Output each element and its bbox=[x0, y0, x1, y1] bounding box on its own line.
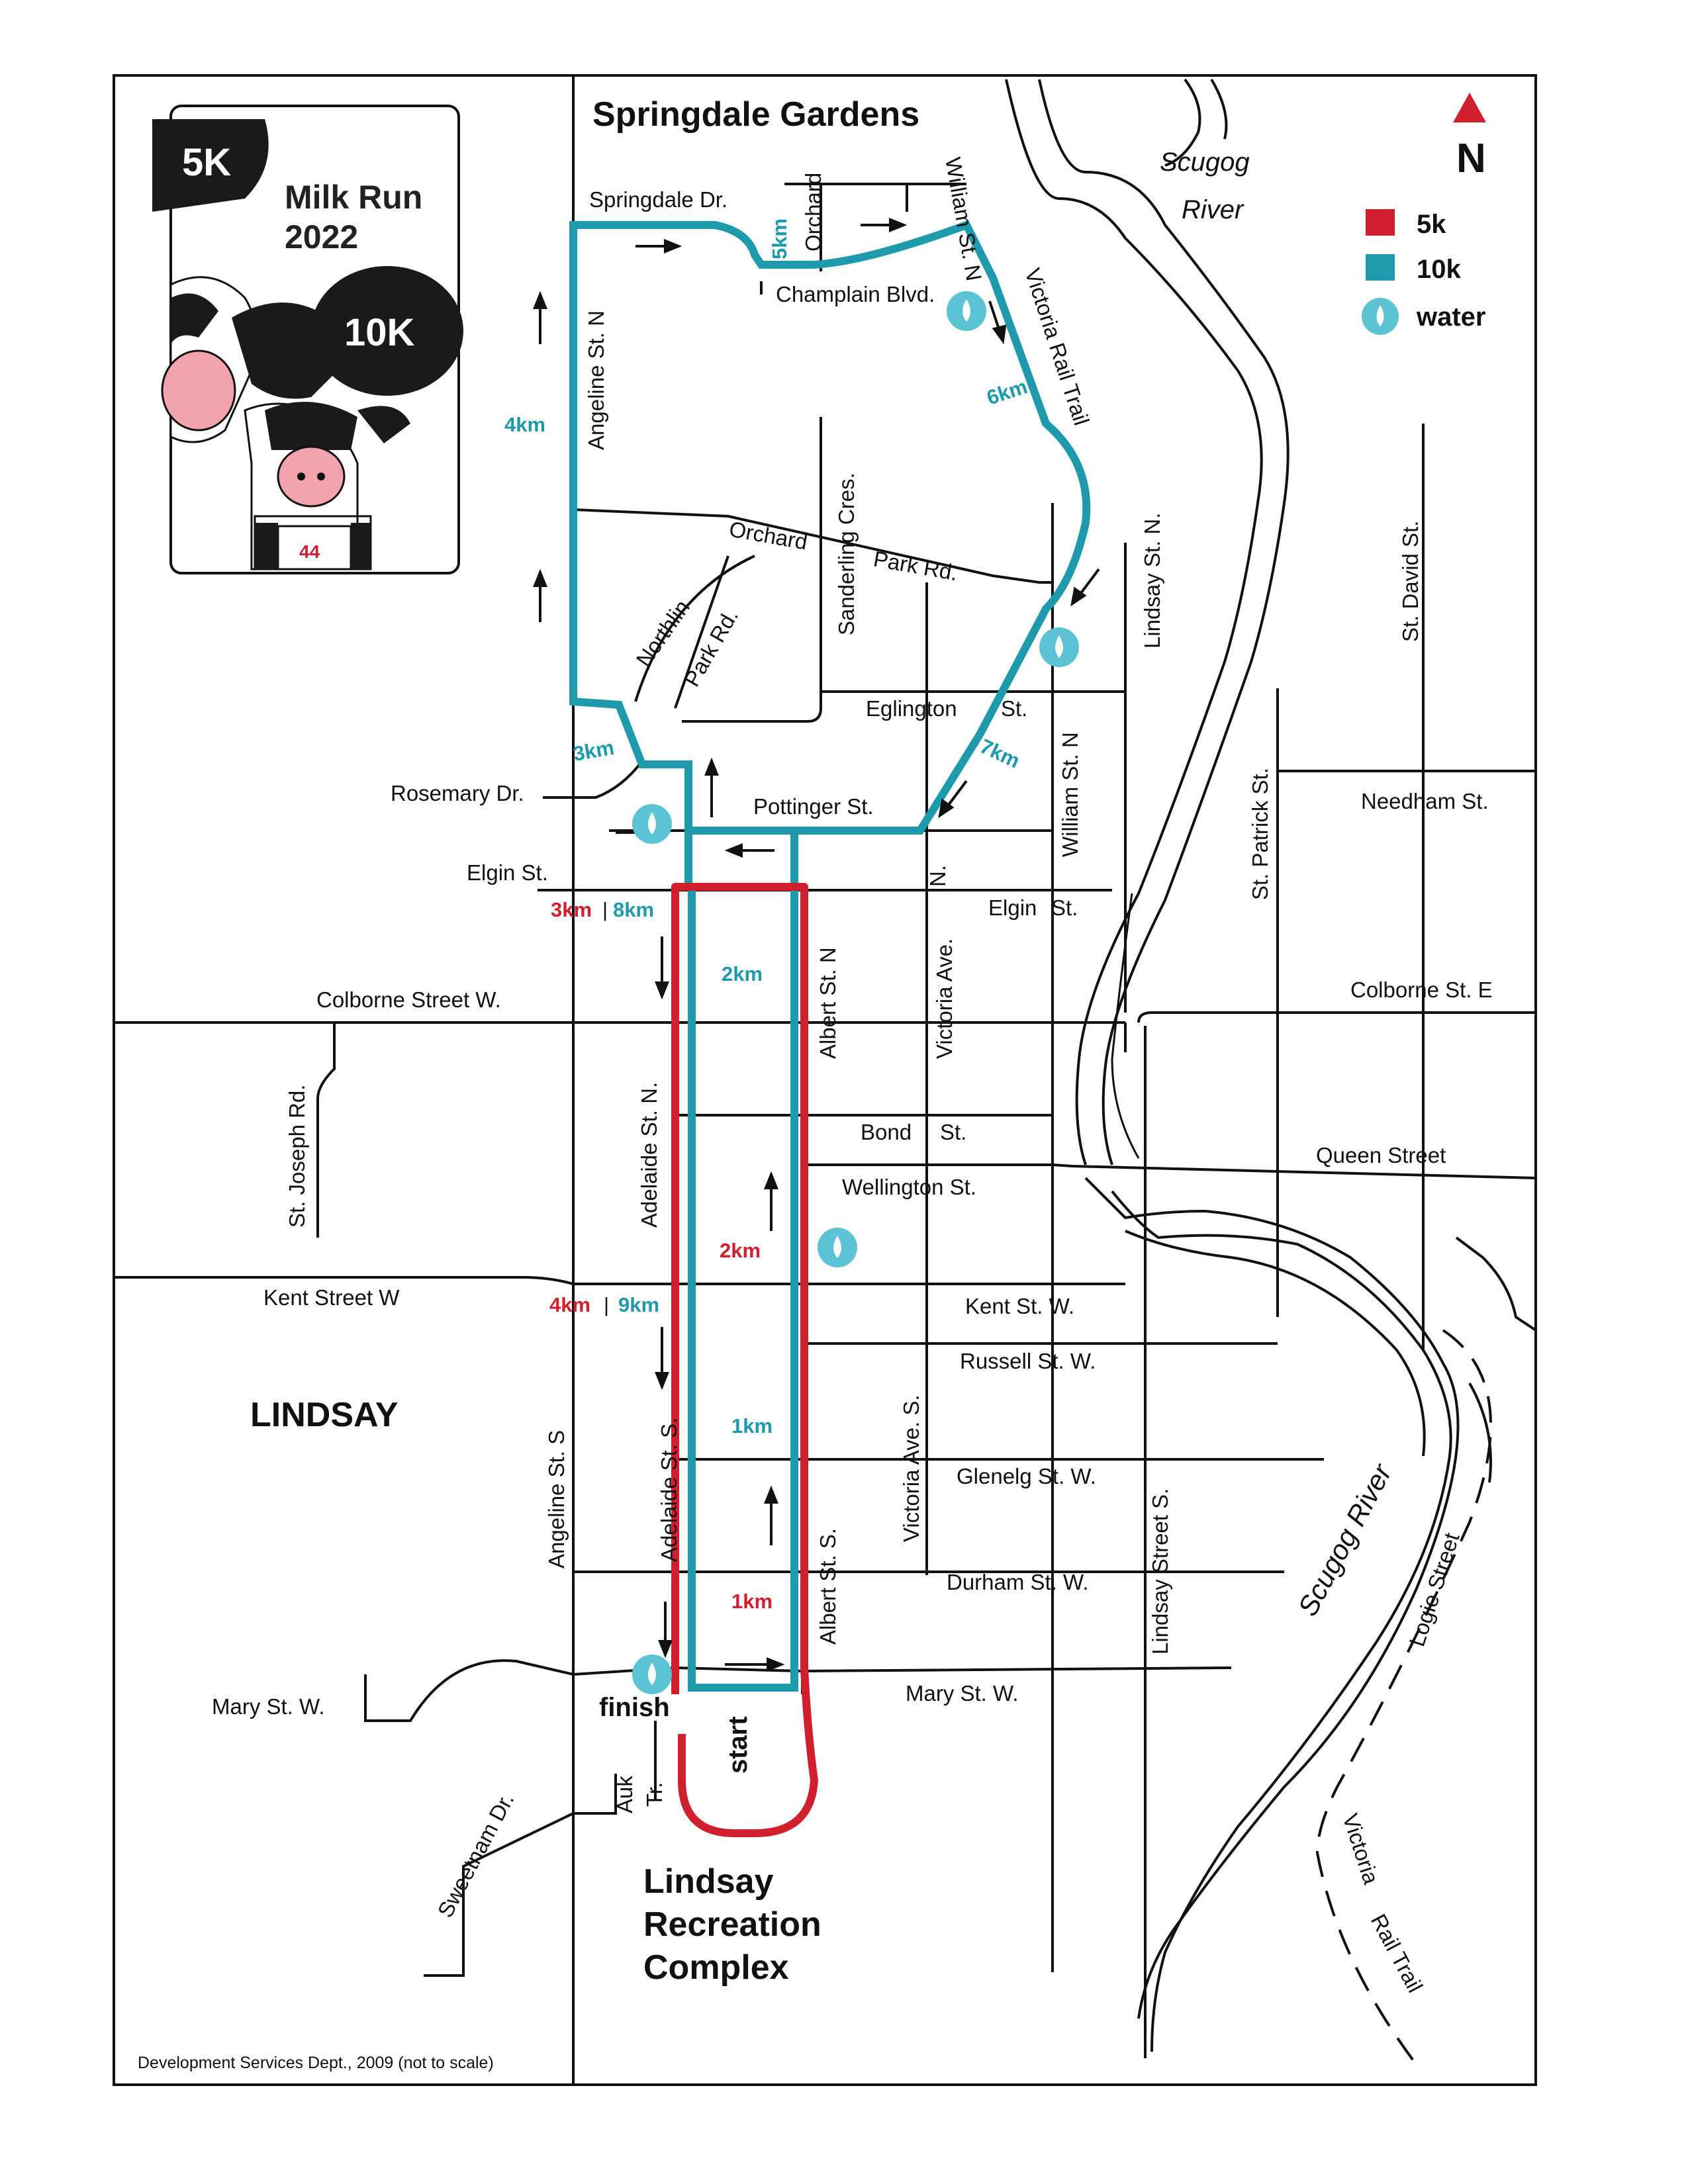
marker-5km: 5km bbox=[768, 218, 791, 259]
street-st-david: St. David St. bbox=[1398, 521, 1423, 642]
marker-2km-10k: 2km bbox=[722, 962, 763, 985]
river-label-2: River bbox=[1182, 195, 1244, 224]
street-albert-s: Albert St. S. bbox=[816, 1528, 840, 1645]
water-drop-icon bbox=[947, 291, 986, 331]
street-st-joseph: St. Joseph Rd. bbox=[285, 1085, 309, 1228]
street-queen: Queen Street bbox=[1316, 1143, 1446, 1167]
legend-label-water: water bbox=[1416, 302, 1486, 332]
street-adelaide-s: Adelaide St. S. bbox=[657, 1418, 681, 1562]
street-needham: Needham St. bbox=[1361, 789, 1489, 813]
start-label: start bbox=[724, 1716, 753, 1774]
marker-3km-5k: 3km bbox=[551, 898, 592, 921]
water-drop-icon bbox=[818, 1228, 857, 1267]
complex-label-1: Lindsay bbox=[643, 1862, 774, 1901]
river-label-1: Scugog bbox=[1160, 148, 1250, 177]
scugog-river bbox=[1005, 78, 1537, 2066]
marker-1km-5k: 1km bbox=[731, 1590, 773, 1613]
footer-credit: Development Services Dept., 2009 (not to… bbox=[138, 2054, 494, 2072]
bib-number: 44 bbox=[299, 541, 320, 562]
route-10k bbox=[569, 220, 1091, 1692]
street-wellington: Wellington St. bbox=[842, 1175, 976, 1199]
street-glenelg: Glenelg St. W. bbox=[957, 1464, 1096, 1488]
street-pottinger: Pottinger St. bbox=[753, 794, 874, 819]
marker-4km: 4km bbox=[504, 413, 545, 436]
street-colborne-e: Colborne St. E bbox=[1350, 978, 1493, 1002]
street-angeline-n: Angeline St. N bbox=[584, 310, 608, 450]
street-sanderling: Sanderling Cres. bbox=[834, 473, 859, 635]
street-mary-w-right: Mary St. W. bbox=[906, 1681, 1019, 1706]
marker-4km-5k: 4km bbox=[549, 1293, 590, 1316]
street-lindsay-n: Lindsay St. N. bbox=[1140, 513, 1164, 649]
legend-swatch-5k bbox=[1366, 209, 1395, 236]
street-colborne-w: Colborne Street W. bbox=[316, 987, 501, 1012]
complex-label-2: Recreation bbox=[643, 1905, 821, 1944]
street-kent-st-w: Kent St. W. bbox=[965, 1294, 1074, 1318]
marker-separator-2: | bbox=[604, 1293, 609, 1316]
street-victoria-n-suffix: N. bbox=[925, 865, 950, 887]
marker-1km-10k: 1km bbox=[731, 1414, 773, 1437]
street-russell: Russell St. W. bbox=[960, 1349, 1096, 1373]
street-elgin-e-st: St. bbox=[1051, 895, 1078, 920]
street-auk: Auk bbox=[612, 1776, 637, 1813]
street-durham: Durham St. W. bbox=[947, 1570, 1089, 1594]
street-angeline-s: Angeline St. S bbox=[544, 1430, 569, 1569]
badge-10k: 10K bbox=[344, 311, 415, 354]
street-elgin-w: Elgin St. bbox=[467, 860, 548, 885]
complex-label-3: Complex bbox=[643, 1948, 789, 1987]
street-st-patrick: St. Patrick St. bbox=[1248, 768, 1272, 900]
street-victoria-n: Victoria Ave. bbox=[932, 938, 957, 1059]
water-drop-icon bbox=[1039, 627, 1079, 667]
street-auk-tr: Tr. bbox=[642, 1782, 667, 1807]
street-eglington: Eglington bbox=[866, 696, 957, 721]
street-elgin-e: Elgin bbox=[988, 895, 1037, 920]
town-label: LINDSAY bbox=[250, 1396, 398, 1434]
direction-arrows bbox=[533, 218, 1100, 1672]
marker-separator-1: | bbox=[602, 898, 608, 921]
north-label: N bbox=[1456, 136, 1486, 181]
marker-8km: 8km bbox=[613, 898, 654, 921]
event-year: 2022 bbox=[285, 218, 358, 255]
legend-label-5k: 5k bbox=[1417, 210, 1446, 239]
street-adelaide-n: Adelaide St. N. bbox=[637, 1082, 661, 1228]
water-drop-icon bbox=[1362, 298, 1399, 335]
legend: 5k 10k water bbox=[1362, 209, 1486, 335]
street-bond: Bond bbox=[861, 1120, 912, 1144]
route-5k bbox=[671, 883, 818, 1837]
event-name: Milk Run bbox=[285, 179, 422, 216]
north-arrow-icon: N bbox=[1453, 93, 1486, 181]
street-orchard-n: Orchard bbox=[801, 173, 825, 251]
street-mary-w-left: Mary St. W. bbox=[212, 1694, 325, 1719]
street-kent-w: Kent Street W bbox=[263, 1285, 400, 1310]
neighbourhood-label: Springdale Gardens bbox=[592, 95, 919, 134]
legend-label-10k: 10k bbox=[1417, 255, 1461, 284]
marker-2km-5k: 2km bbox=[720, 1239, 761, 1262]
water-drop-icon bbox=[632, 804, 672, 844]
street-william-n: William St. N bbox=[1058, 732, 1082, 857]
street-eglington-st: St. bbox=[1001, 696, 1027, 721]
street-rosemary: Rosemary Dr. bbox=[391, 781, 524, 805]
street-bond-st: St. bbox=[940, 1120, 966, 1144]
finish-label: finish bbox=[599, 1693, 670, 1722]
street-victoria-s: Victoria Ave. S. bbox=[899, 1394, 923, 1542]
badge-5k: 5K bbox=[182, 141, 231, 184]
water-stations bbox=[632, 291, 1079, 1694]
legend-swatch-10k bbox=[1366, 254, 1395, 281]
marker-9km: 9km bbox=[618, 1293, 659, 1316]
street-albert-n: Albert St. N bbox=[816, 947, 840, 1059]
event-logo: 5K Milk Run 2022 10K 44 bbox=[152, 105, 463, 574]
street-springdale: Springdale Dr. bbox=[589, 187, 727, 212]
water-drop-icon bbox=[632, 1655, 672, 1694]
street-champlain: Champlain Blvd. bbox=[776, 282, 935, 306]
street-lindsay-s: Lindsay Street S. bbox=[1148, 1488, 1172, 1655]
